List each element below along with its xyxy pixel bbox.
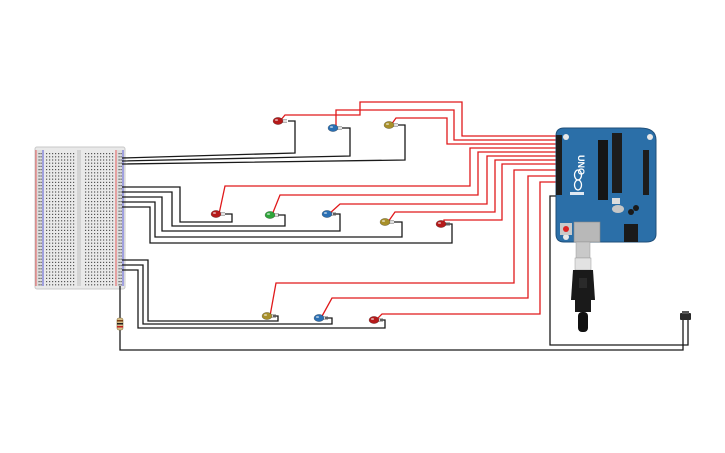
led-yellow-2-icon[interactable]: [379, 218, 394, 226]
breadboard-holes: [38, 153, 122, 286]
led-red-1-icon[interactable]: [272, 117, 287, 125]
board-label: UNO: [576, 155, 586, 175]
red-wires: [218, 101, 556, 321]
usb-cable-icon[interactable]: [571, 241, 595, 332]
led-yellow-3-icon[interactable]: [261, 312, 276, 320]
breadboard[interactable]: [34, 146, 126, 290]
arduino-uno[interactable]: UNO: [555, 127, 657, 243]
resistor-icon[interactable]: [116, 317, 124, 331]
arduino-infinity-icon: [573, 169, 583, 191]
led-blue-3-icon[interactable]: [313, 314, 328, 322]
led-yellow-1-icon[interactable]: [383, 121, 398, 129]
led-red-4-icon[interactable]: [368, 316, 383, 324]
leds: [210, 117, 450, 324]
led-red-2-icon[interactable]: [210, 210, 225, 218]
pushbutton-icon[interactable]: [680, 311, 691, 320]
led-green-1-icon[interactable]: [264, 211, 279, 219]
black-wires: [119, 120, 689, 351]
led-blue-2-icon[interactable]: [321, 210, 336, 218]
led-blue-1-icon[interactable]: [327, 124, 342, 132]
led-red-3-icon[interactable]: [435, 220, 450, 228]
